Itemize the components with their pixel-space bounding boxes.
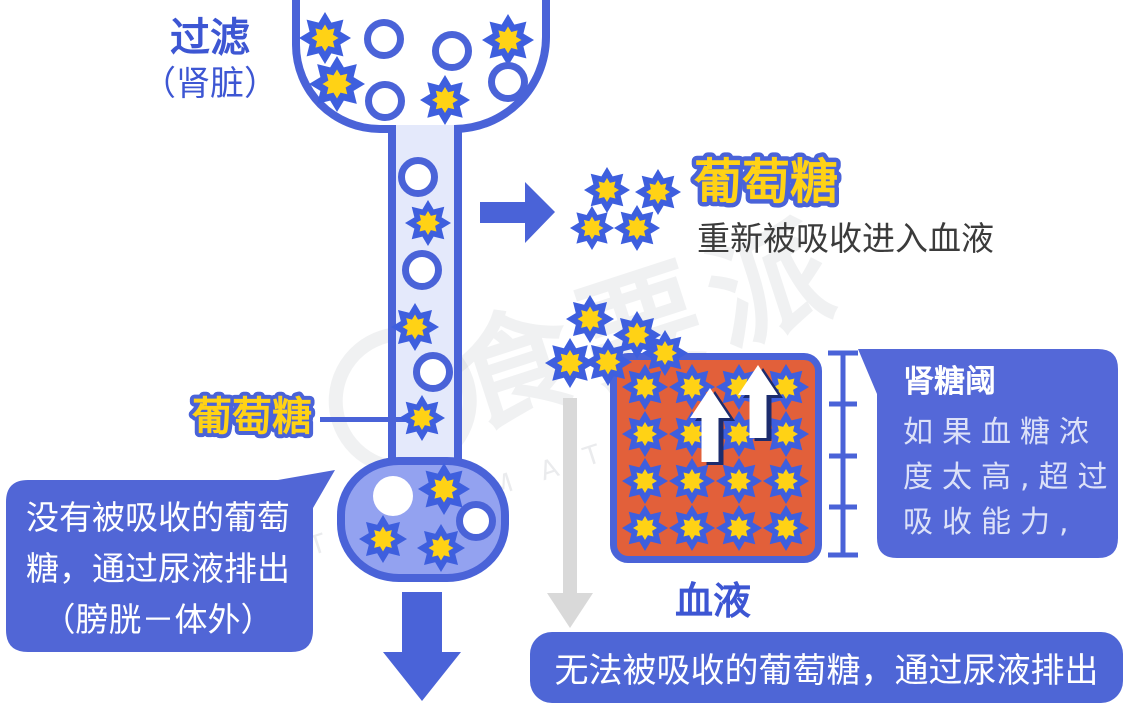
reabsorbed-cluster-star-icon [635, 169, 681, 215]
glucose-chip-left: 葡萄糖 [188, 390, 316, 444]
overflow-down-arrow-icon [547, 398, 593, 628]
glucose-chip-left-text: 葡萄糖 [192, 394, 312, 440]
glucose-connector-line [320, 417, 406, 422]
reabsorb-right-arrow-icon [480, 182, 555, 243]
excretion-line: （膀胱－体外） [42, 600, 274, 639]
reabsorbed-cluster-star-icon [584, 167, 630, 213]
excretion-line: 没有被吸收的葡萄 [26, 498, 290, 537]
threshold-line: 吸收能力, [903, 505, 1078, 540]
excretion-line: 糖，通过尿液排出 [26, 549, 290, 588]
excretion-bubble [6, 470, 335, 652]
reabsorbed-cluster-star-icon [570, 206, 614, 250]
threshold-line: 度太高,超过 [903, 460, 1117, 495]
kidney-subtitle: （肾脏） [142, 64, 278, 104]
threshold-bubble-text: 肾糖阈 如果血糖浓 度太高,超过 吸收能力, [903, 356, 1118, 545]
unabsorbed-banner: 无法被吸收的葡萄糖，通过尿液排出 [530, 632, 1123, 703]
bladder-bulb [337, 457, 509, 582]
threshold-line: 如果血糖浓 [903, 415, 1098, 450]
escaped-cluster-star-icon [613, 311, 661, 359]
escaped-cluster-star-icon [545, 338, 595, 388]
reabsorbed-text: 重新被吸收进入血液 [697, 219, 994, 258]
glucose-chip-top-text: 葡萄糖 [694, 154, 838, 210]
urine-down-arrow-icon [383, 592, 461, 701]
threshold-title: 肾糖阈 [903, 364, 996, 400]
blood-label: 血液 [674, 579, 751, 623]
excretion-bubble-text: 没有被吸收的葡萄 糖，通过尿液排出 （膀胱－体外） [8, 492, 308, 645]
filter-title: 过滤 [170, 15, 250, 61]
reabsorbed-cluster-star-icon [614, 205, 660, 251]
unabsorbed-banner-text: 无法被吸收的葡萄糖，通过尿液排出 [554, 651, 1099, 691]
kidney-filter-bowl [292, 0, 550, 133]
glucose-chip-top: 葡萄糖 [690, 150, 843, 212]
blood-box [610, 353, 822, 563]
threshold-bubble [858, 349, 1118, 558]
threshold-scale-icon [828, 350, 858, 558]
filter-label: 过滤 （肾脏） [120, 14, 300, 106]
escaped-cluster-star-icon [566, 295, 614, 343]
